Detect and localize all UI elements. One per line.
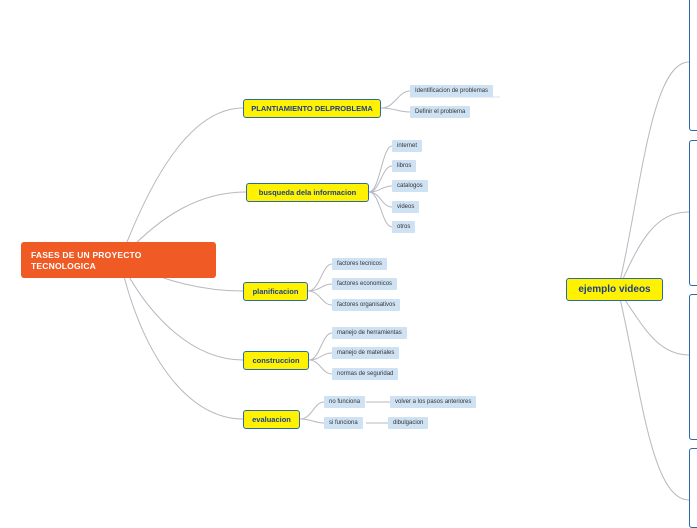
connector-root-b5 [119, 259, 244, 420]
connector-secondary-1 [617, 61, 690, 291]
branch-planteamiento[interactable]: PLANTIAMIENTO DELPROBLEMA [243, 99, 381, 118]
leaf-definir[interactable]: Definir el problema [410, 106, 471, 118]
offscreen-node-frame-3[interactable] [689, 294, 697, 440]
branch-planificacion[interactable]: planificacion [243, 282, 308, 301]
offscreen-node-frame-2[interactable] [689, 140, 697, 286]
root-node[interactable]: FASES DE UN PROYECTO TECNOLOGICA [21, 242, 216, 278]
leaf-factores-economicos[interactable]: factores economicos [332, 278, 398, 290]
connector-root-b1 [119, 107, 244, 261]
leaf-volver-pasos[interactable]: volver a los pasos anteriores [390, 396, 477, 408]
connector-root-b4 [119, 259, 244, 361]
offscreen-node-frame-1[interactable] [689, 0, 697, 131]
leaf-videos[interactable]: videos [392, 201, 420, 213]
leaf-otros[interactable]: otros [392, 221, 416, 233]
leaf-identificacion[interactable]: Identificacion de problemas [410, 85, 494, 97]
leaf-libros[interactable]: libros [392, 160, 417, 172]
branch-busqueda[interactable]: busqueda dela informacion [246, 183, 369, 202]
leaf-normas-seguridad[interactable]: normas de seguridad [332, 368, 399, 380]
branch-construccion[interactable]: construccion [243, 351, 309, 370]
leaf-no-funciona[interactable]: no funciona [324, 396, 366, 408]
leaf-dibulgacion[interactable]: dibulgacion [388, 417, 429, 429]
leaf-factores-organisativos[interactable]: factores organisativos [332, 299, 401, 311]
offscreen-node-frame-4[interactable] [689, 448, 697, 528]
branch-evaluacion[interactable]: evaluacion [243, 410, 300, 429]
connector-secondary-4 [617, 289, 690, 501]
leaf-manejo-materiales[interactable]: manejo de materiales [332, 347, 400, 359]
leaf-catalogos[interactable]: catalogos [392, 180, 428, 192]
leaf-si-funciona[interactable]: si funciona [324, 417, 363, 429]
connector-secondary-2 [617, 211, 690, 291]
leaf-factores-tecnicos[interactable]: factores tecnicos [332, 258, 388, 270]
leaf-internet[interactable]: internet [392, 140, 423, 152]
secondary-root-node[interactable]: ejemplo videos [566, 278, 663, 301]
leaf-manejo-herramientas[interactable]: manejo de herramientas [332, 327, 407, 339]
